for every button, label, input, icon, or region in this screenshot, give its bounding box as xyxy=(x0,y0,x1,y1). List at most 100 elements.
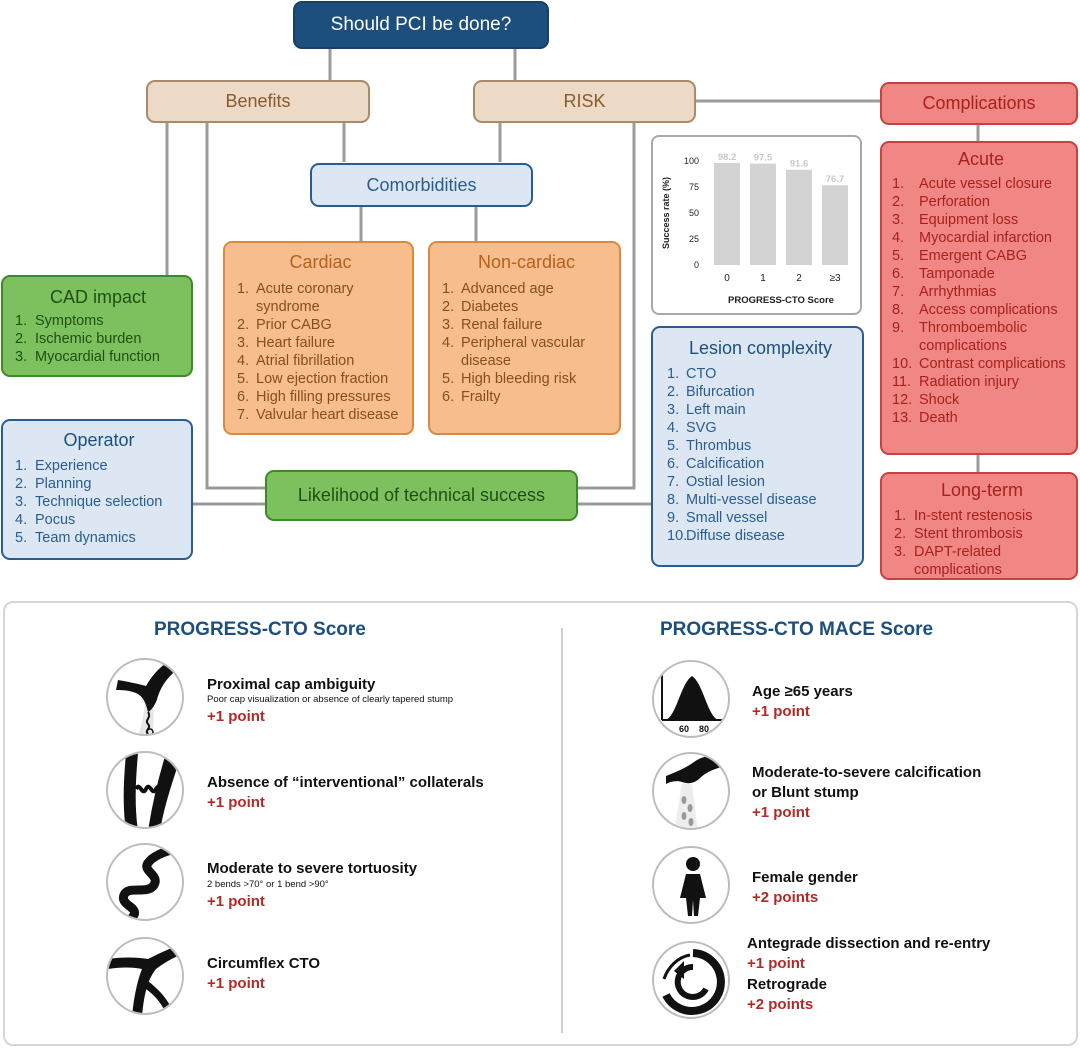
operator-box: Operator 1.Experience 2.Planning 3.Techn… xyxy=(1,419,193,560)
list-item: 2.Perforation xyxy=(892,194,990,210)
tortuosity-subtitle: 2 bends >70° or 1 bend >90° xyxy=(207,879,329,890)
female-figure-icon xyxy=(652,846,730,924)
operator-list: 1.Experience 2.Planning 3.Technique sele… xyxy=(15,457,183,547)
acute-box: Acute 1.Acute vessel closure 2.Perforati… xyxy=(880,141,1078,455)
cardiac-list: 1.Acute coronary syndrome 2.Prior CABG 3… xyxy=(237,280,404,424)
cad-impact-title: CAD impact xyxy=(49,287,147,307)
list-item: 5.Low ejection fraction xyxy=(237,371,389,387)
female-title: Female gender xyxy=(752,869,858,886)
likelihood-box: Likelihood of technical success xyxy=(265,470,578,521)
list-item: 4.Pocus xyxy=(15,512,76,528)
complications-label: Complications xyxy=(922,93,1036,113)
tortuosity-vessel-icon xyxy=(106,843,184,921)
longterm-title: Long-term xyxy=(940,480,1024,500)
comorbidities-label: Comorbidities xyxy=(366,174,477,195)
svg-text:80: 80 xyxy=(699,724,709,734)
cad-impact-box: CAD impact 1.Symptoms 2.Ischemic burden … xyxy=(1,275,193,377)
list-item: 6.Frailty xyxy=(442,389,501,405)
operator-title: Operator xyxy=(63,430,135,450)
list-item: 1.Symptoms xyxy=(15,313,104,329)
list-item: 5.Team dynamics xyxy=(15,530,136,546)
risk-box: RISK xyxy=(473,80,696,123)
age-title: Age ≥65 years xyxy=(752,683,853,700)
acute-title: Acute xyxy=(957,149,1005,169)
list-item: 3.Myocardial function xyxy=(15,349,160,365)
list-item: 4.SVG xyxy=(667,420,717,436)
bar-value-label: 98.2 xyxy=(718,152,737,163)
list-item: 7.Arrhythmias xyxy=(892,284,997,300)
dissection-reentry-icon xyxy=(652,941,730,1019)
circumflex-title: Circumflex CTO xyxy=(207,955,321,972)
retrograde-title: Retrograde xyxy=(747,976,828,993)
list-item: 1.Acute vessel closure xyxy=(892,176,1052,192)
tortuosity-title: Moderate to severe tortuosity xyxy=(207,860,418,877)
list-item: 2.Bifurcation xyxy=(667,384,755,400)
list-item: 9.Thromboembolic complications xyxy=(892,320,1027,354)
list-item: 12.Shock xyxy=(892,392,960,408)
scores-divider xyxy=(561,628,563,1033)
collaterals-title: Absence of “interventional” collaterals xyxy=(207,774,484,791)
collaterals-points: +1 point xyxy=(207,794,265,811)
y-axis-label: Success rate (%) xyxy=(661,177,671,249)
pci-question-text: Should PCI be done? xyxy=(330,14,512,35)
list-item: 2.Planning xyxy=(15,476,92,492)
list-item: 1.Acute coronary syndrome xyxy=(237,281,354,315)
tortuosity-points: +1 point xyxy=(207,893,265,910)
y-tick-label: 0 xyxy=(694,260,699,270)
list-item: 10.Diffuse disease xyxy=(667,528,785,544)
list-item: 7.Ostial lesion xyxy=(667,474,765,490)
bar-value-label: 97.5 xyxy=(754,153,773,164)
y-tick-label: 75 xyxy=(689,182,699,192)
cardiac-box: Cardiac 1.Acute coronary syndrome 2.Prio… xyxy=(223,241,414,435)
list-item: 11.Radiation injury xyxy=(892,374,1019,390)
list-item: 1.Advanced age xyxy=(442,281,554,297)
x-axis-label: PROGRESS-CTO Score xyxy=(728,295,834,306)
circumflex-points: +1 point xyxy=(207,975,265,992)
list-item: 1.In-stent restenosis xyxy=(894,508,1033,524)
list-item: 7.Valvular heart disease xyxy=(237,407,399,423)
bar xyxy=(786,169,812,265)
benefits-label: Benefits xyxy=(225,91,291,111)
y-tick-label: 25 xyxy=(689,234,699,244)
female-points: +2 points xyxy=(752,889,819,906)
list-item: 9.Small vessel xyxy=(667,510,768,526)
list-item: 4.Peripheral vascular disease xyxy=(442,335,586,369)
calcification-vessel-icon xyxy=(652,752,730,830)
list-item: 2.Diabetes xyxy=(442,299,519,315)
lesion-complexity-title: Lesion complexity xyxy=(688,338,833,358)
bar-value-label: 76.7 xyxy=(826,174,845,185)
complications-box: Complications xyxy=(880,82,1078,125)
x-tick-label: ≥3 xyxy=(829,273,840,284)
list-item: 8.Access complications xyxy=(892,302,1058,318)
list-item: 3.Heart failure xyxy=(237,335,335,351)
progress-cto-title: PROGRESS-CTO Score xyxy=(154,619,366,640)
acute-list: 1.Acute vessel closure 2.Perforation 3.E… xyxy=(892,175,1070,427)
benefits-box: Benefits xyxy=(146,80,370,123)
risk-label: RISK xyxy=(563,91,606,111)
y-tick-label: 50 xyxy=(689,208,699,218)
list-item: 1.CTO xyxy=(667,366,717,382)
cad-impact-list: 1.Symptoms 2.Ischemic burden 3.Myocardia… xyxy=(15,312,181,366)
longterm-list: 1.In-stent restenosis 2.Stent thrombosis… xyxy=(894,507,1070,579)
x-tick-label: 1 xyxy=(760,273,766,284)
list-item: 5.Thrombus xyxy=(667,438,752,454)
age-distribution-icon: 60 80 xyxy=(652,660,730,738)
noncardiac-list: 1.Advanced age 2.Diabetes 3.Renal failur… xyxy=(442,280,611,406)
dissection-points: +1 point xyxy=(747,955,805,972)
list-item: 3.Technique selection xyxy=(15,494,163,510)
proximal-cap-vessel-icon xyxy=(106,658,184,736)
lesion-complexity-list: 1.CTO 2.Bifurcation 3.Left main 4.SVG 5.… xyxy=(667,365,854,545)
list-item: 6.Calcification xyxy=(667,456,765,472)
list-item: 6.High filling pressures xyxy=(237,389,391,405)
dissection-title: Antegrade dissection and re-entry xyxy=(747,935,991,952)
longterm-box: Long-term 1.In-stent restenosis 2.Stent … xyxy=(880,472,1078,580)
list-item: 1.Experience xyxy=(15,458,108,474)
collaterals-vessel-icon xyxy=(106,751,184,829)
proximal-cap-points: +1 point xyxy=(207,708,265,725)
calcification-title-line2: or Blunt stump xyxy=(752,784,859,801)
comorbidities-box: Comorbidities xyxy=(310,163,533,207)
calcification-points: +1 point xyxy=(752,804,810,821)
bar-value-label: 91.6 xyxy=(790,159,809,170)
list-item: 3.DAPT-related complications xyxy=(894,544,1002,578)
mace-title: PROGRESS-CTO MACE Score xyxy=(660,619,934,640)
